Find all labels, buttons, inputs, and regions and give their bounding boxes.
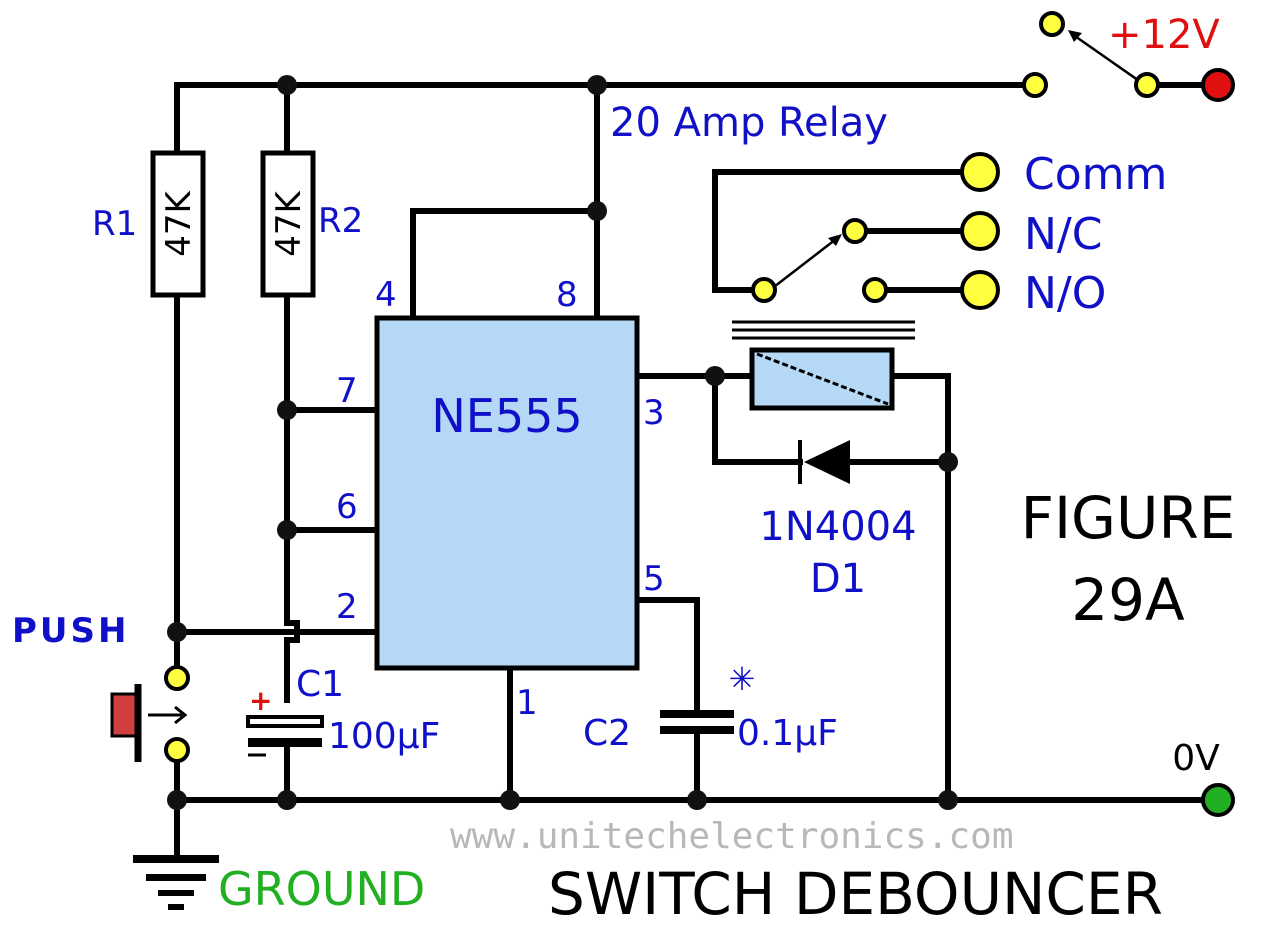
supply-switch-contact-top — [1039, 11, 1065, 37]
relay-arm-pivot — [751, 277, 777, 303]
junction-dot — [938, 790, 958, 810]
wire-r2-bottom — [284, 292, 300, 703]
c2-value: 0.1µF — [737, 713, 838, 754]
relay-contact-arm — [769, 235, 841, 291]
ic-ne555: NE555 4 8 7 6 2 3 5 1 — [336, 275, 665, 723]
resistor-r1-body — [150, 150, 206, 298]
c1-value: 100µF — [328, 716, 440, 757]
resistor-r2-ref: R2 — [318, 201, 363, 241]
ic-pin-4: 4 — [375, 275, 397, 315]
zero-volt-terminal-dot — [1201, 783, 1235, 817]
relay-terminal-nc — [960, 211, 1000, 251]
switch-terminal-top — [164, 665, 190, 691]
relay-contact-comm-label: Comm — [1024, 149, 1167, 200]
supply-terminal-12v — [1201, 68, 1235, 102]
ground-bar-4 — [168, 904, 184, 910]
relay-terminal-no — [960, 270, 1000, 310]
junction-dot — [277, 400, 297, 420]
relay-no-contact — [862, 277, 888, 303]
wire-pin4 — [410, 208, 600, 321]
c2-plate-top — [660, 710, 734, 718]
ground-bar-2 — [146, 874, 206, 881]
c2-plate-bottom — [660, 726, 734, 734]
ground-symbol-icon: GROUND — [133, 855, 425, 916]
resistor-r2: 47K R2 — [260, 150, 363, 298]
relay-coil-diagonal — [756, 352, 889, 406]
junction-dot — [500, 790, 520, 810]
diode-part: 1N4004 — [759, 504, 916, 550]
supply-switch-contact-left — [1022, 72, 1048, 98]
wire-relay-comm — [712, 169, 968, 293]
push-label: PUSH — [12, 611, 129, 651]
ic-pin-2: 2 — [336, 587, 358, 627]
c2-note-asterisk-icon: ✳ — [729, 660, 756, 698]
c1-plate-positive — [246, 715, 324, 728]
junction-dot — [167, 622, 187, 642]
figure-label-line1: FIGURE — [1021, 484, 1236, 552]
supply-label: +12V — [1108, 12, 1220, 58]
wire-top-rail — [174, 82, 1038, 158]
figure-label-line2: 29A — [1071, 566, 1185, 634]
capacitor-c2: C2 0.1µF ✳ — [583, 660, 838, 754]
ic-pin-3: 3 — [643, 393, 665, 433]
capacitor-c1: + C1 100µF — [246, 664, 440, 757]
supply-switch-arm — [1071, 32, 1146, 87]
junction-dot — [277, 75, 297, 95]
resistor-r2-value: 47K — [269, 190, 309, 257]
supply-arm-arrow-icon — [1068, 30, 1082, 42]
relay-arm-arrow-icon — [828, 234, 842, 246]
zero-volt-label: 0V — [1172, 738, 1220, 779]
relay-label: 20 Amp Relay — [610, 100, 888, 146]
c1-plus-mark: + — [249, 684, 272, 717]
diode-ref: D1 — [810, 556, 866, 602]
push-button-cap — [110, 692, 138, 738]
junction-dot — [687, 790, 707, 810]
relay-contact-no-label: N/O — [1024, 268, 1106, 319]
ground-bar-1 — [133, 855, 219, 863]
ic-name: NE555 — [431, 389, 582, 443]
junction-dot — [277, 790, 297, 810]
c1-plate-negative — [248, 738, 322, 747]
switch-terminal-bottom — [164, 737, 190, 763]
relay-terminal-comm — [960, 152, 1000, 192]
resistor-r1-ref: R1 — [92, 204, 137, 244]
diode-d1: 1N4004 D1 — [759, 440, 917, 602]
resistor-r1-value: 47K — [159, 190, 199, 257]
push-switch: PUSH — [12, 611, 190, 763]
ic-pin-1: 1 — [516, 683, 538, 723]
resistor-r1: 47K R1 — [92, 150, 206, 298]
relay-nc-contact — [842, 218, 868, 244]
zero-volt-terminal: 0V — [1172, 738, 1235, 817]
ic-pin-7: 7 — [336, 371, 358, 411]
junctions — [167, 75, 958, 810]
junction-dot — [705, 366, 725, 386]
watermark-url: www.unitechelectronics.com — [450, 816, 1014, 857]
relay: 20 Amp Relay Comm N/C N/O — [610, 100, 1167, 411]
junction-dot — [587, 201, 607, 221]
junction-dot — [587, 75, 607, 95]
ic-pin-5: 5 — [643, 559, 665, 599]
supply-switch: +12V — [1022, 11, 1235, 102]
relay-coil — [749, 347, 895, 411]
c2-ref: C2 — [583, 713, 631, 754]
c1-ref: C1 — [296, 664, 344, 705]
ic-pin-6: 6 — [336, 487, 358, 527]
supply-switch-pivot — [1134, 72, 1160, 98]
resistor-r2-body — [260, 150, 316, 298]
wire-diode-anode — [712, 373, 803, 465]
ic-body — [374, 315, 640, 671]
wire-coil-return — [889, 373, 951, 803]
ic-pin-8: 8 — [556, 275, 578, 315]
push-arrow-icon — [174, 705, 188, 725]
junction-dot — [167, 790, 187, 810]
ground-bar-3 — [158, 890, 194, 896]
diagram-title: SWITCH DEBOUNCER — [548, 860, 1163, 928]
relay-contact-nc-label: N/C — [1024, 209, 1102, 260]
junction-dot — [277, 520, 297, 540]
ground-label: GROUND — [218, 862, 425, 916]
junction-dot — [938, 452, 958, 472]
diode-triangle — [804, 440, 850, 484]
wire-pin5 — [634, 597, 700, 715]
